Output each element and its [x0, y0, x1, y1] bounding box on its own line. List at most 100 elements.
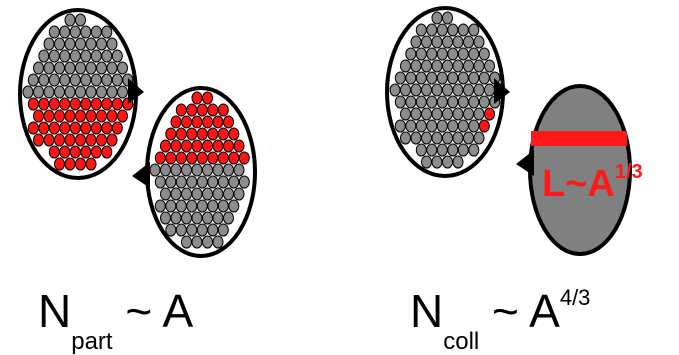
nucleon: [102, 74, 112, 86]
nucleon: [65, 110, 75, 122]
nucleon: [448, 96, 458, 108]
nucleon: [427, 120, 437, 132]
nucleon: [44, 38, 54, 50]
nucleon: [76, 86, 86, 98]
nucleon: [112, 98, 122, 110]
nucleon: [416, 144, 426, 156]
nucleon: [416, 24, 426, 36]
nucleon: [70, 50, 80, 62]
nucleon: [81, 50, 91, 62]
nucleon: [448, 120, 458, 132]
nucleon: [474, 60, 484, 72]
nucleon: [443, 12, 453, 24]
nucleon: [437, 72, 447, 84]
nucleon: [197, 128, 207, 140]
nucleon: [171, 188, 181, 200]
nucleon: [485, 60, 495, 72]
formula-subscript: part: [71, 328, 112, 355]
nucleon: [182, 164, 192, 176]
nucleon: [102, 26, 112, 38]
nucleon: [91, 122, 101, 134]
nucleon: [448, 72, 458, 84]
nucleon: [171, 212, 181, 224]
nucleon: [422, 36, 432, 48]
nucleon: [443, 36, 453, 48]
nucleon: [458, 96, 468, 108]
nucleon: [97, 62, 107, 74]
nucleon: [422, 108, 432, 120]
right-panel: L~A1/3: [387, 8, 643, 254]
nucleon: [34, 62, 44, 74]
nucleon: [76, 110, 86, 122]
nucleon: [107, 134, 117, 146]
nucleon: [81, 98, 91, 110]
motion-arrow-left: [132, 162, 150, 188]
nucleon: [390, 84, 400, 96]
nucleon: [224, 188, 234, 200]
nucleon: [107, 62, 117, 74]
nucleon: [39, 122, 49, 134]
nucleon: [453, 132, 463, 144]
nucleon: [112, 50, 122, 62]
nucleon: [65, 134, 75, 146]
nucleon: [91, 98, 101, 110]
nucleon: [422, 60, 432, 72]
nucleon: [187, 224, 197, 236]
nucleon: [182, 140, 192, 152]
nucleon: [453, 60, 463, 72]
formula-relation: ~ A: [479, 285, 560, 337]
nucleon: [65, 14, 75, 26]
nucleon: [427, 24, 437, 36]
nucleon: [411, 36, 421, 48]
nucleon: [28, 122, 38, 134]
nucleon: [65, 62, 75, 74]
nucleon: [70, 146, 80, 158]
nucleon: [234, 164, 244, 176]
nucleon: [474, 132, 484, 144]
nucleon: [91, 26, 101, 38]
nucleon: [197, 104, 207, 116]
nucleon: [432, 84, 442, 96]
nucleon: [60, 98, 70, 110]
nucleon: [187, 104, 197, 116]
nucleon: [224, 164, 234, 176]
nucleon: [411, 132, 421, 144]
nucleon: [469, 144, 479, 156]
nucleon: [192, 164, 202, 176]
nucleon: [102, 146, 112, 158]
nucleon: [427, 72, 437, 84]
nucleon: [192, 92, 202, 104]
nucleon: [443, 132, 453, 144]
nucleon: [469, 48, 479, 60]
nucleon: [464, 132, 474, 144]
nucleon: [81, 122, 91, 134]
nucleon: [229, 128, 239, 140]
nucleon: [112, 122, 122, 134]
nucleon: [65, 86, 75, 98]
nucleon: [443, 156, 453, 168]
nucleon: [161, 188, 171, 200]
nucleon: [76, 158, 86, 170]
nucleon: [474, 108, 484, 120]
nucleon: [44, 134, 54, 146]
nucleon: [118, 86, 128, 98]
nucleon: [55, 134, 65, 146]
nucleon: [91, 74, 101, 86]
nucleon: [213, 164, 223, 176]
nucleon: [91, 50, 101, 62]
nucleon: [70, 26, 80, 38]
nucleon: [70, 98, 80, 110]
formula-exponent: 4/3: [560, 285, 591, 310]
nucleon: [166, 200, 176, 212]
nucleon: [155, 200, 165, 212]
nucleon: [55, 158, 65, 170]
nucleon: [203, 188, 213, 200]
nucleon: [91, 146, 101, 158]
nucleon: [469, 96, 479, 108]
nucleon: [213, 212, 223, 224]
nucleon: [81, 26, 91, 38]
nucleon: [432, 60, 442, 72]
nucleon: [86, 38, 96, 50]
nucleon: [213, 140, 223, 152]
nucleon: [166, 224, 176, 236]
